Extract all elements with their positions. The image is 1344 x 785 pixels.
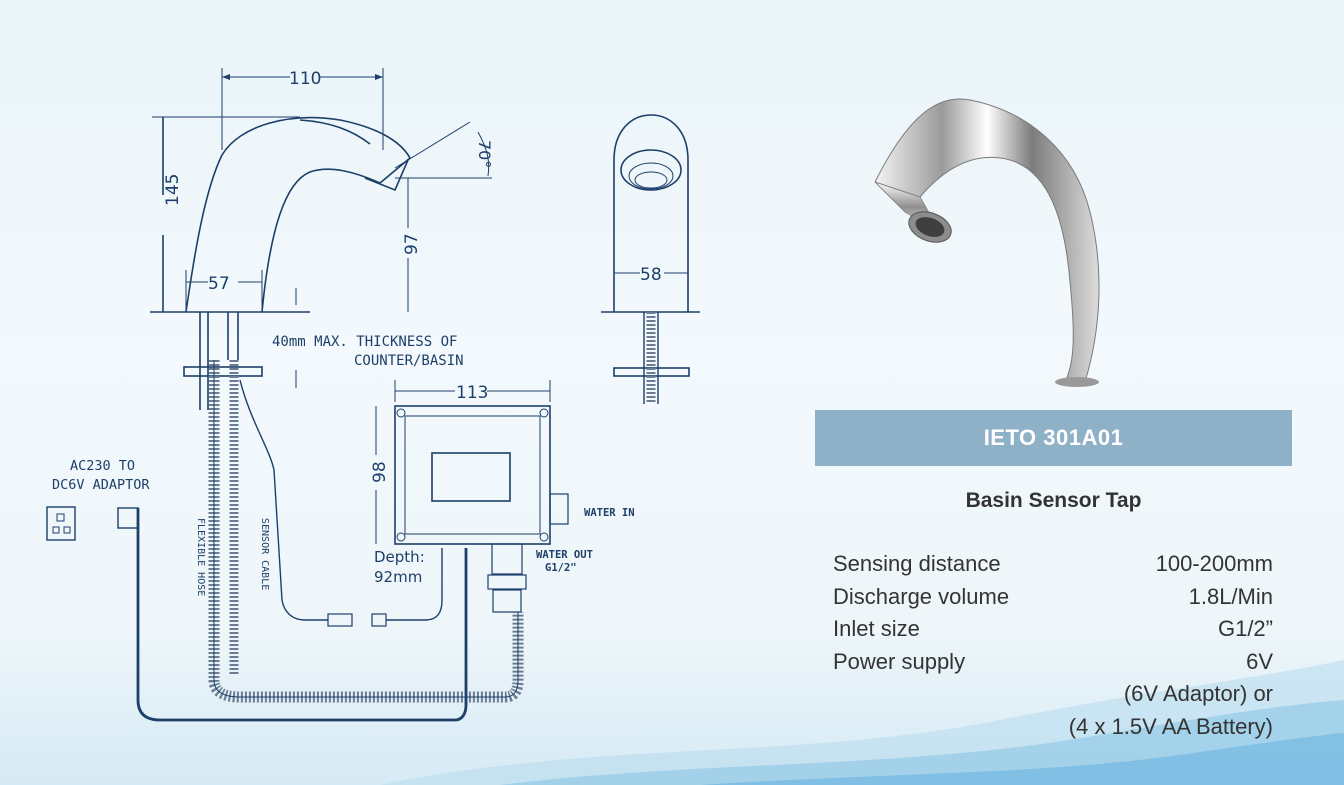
- spec-label: Power supply: [833, 648, 966, 674]
- faucet-side-outline: [185, 116, 412, 313]
- spec-row: Discharge volume 1.8L/Min: [833, 581, 1273, 614]
- model-banner: IETO 301A01: [815, 410, 1292, 466]
- dim-110: 110: [289, 69, 321, 89]
- dim-98: 98: [370, 461, 390, 483]
- dim-113: 113: [456, 383, 488, 403]
- dim-angle: 70°: [475, 140, 494, 168]
- faucet-front-view: [601, 114, 700, 404]
- box-depth-2: 92mm: [374, 568, 422, 586]
- spec-row: Power supply 6V: [833, 646, 1273, 679]
- dim-57: 57: [208, 274, 230, 294]
- spec-value: 6V: [1246, 648, 1273, 674]
- flexible-hose-label: FLEXIBLE HOSE: [195, 518, 206, 596]
- counter-note-1: 40mm MAX. THICKNESS OF: [272, 334, 457, 350]
- product-name: Basin Sensor Tap: [965, 489, 1142, 512]
- spec-label: Inlet size: [833, 616, 920, 641]
- spec-value: 100-200mm: [1155, 551, 1273, 576]
- adaptor-label-1: AC230 TO: [70, 458, 135, 474]
- dim-58: 58: [640, 265, 662, 285]
- power-note: (4 x 1.5V AA Battery): [1068, 713, 1273, 739]
- dim-145: 145: [163, 174, 183, 206]
- water-in-label: WATER IN: [584, 507, 635, 519]
- spec-list: Sensing distance 100-200mm Discharge vol…: [833, 548, 1273, 743]
- dim-97: 97: [402, 233, 422, 255]
- technical-drawing: 110 70° 145 97 57 40mm MAX. THICKNESS OF…: [46, 68, 700, 722]
- tap-photo: [874, 98, 1100, 387]
- water-out-label-1: WATER OUT: [536, 549, 593, 561]
- counter-note-2: COUNTER/BASIN: [354, 353, 464, 369]
- adaptor-label-2: DC6V ADAPTOR: [52, 477, 150, 493]
- spec-row: Inlet size G1/2”: [833, 613, 1273, 646]
- spec-value: 1.8L/Min: [1188, 583, 1273, 609]
- power-note: (6V Adaptor) or: [1123, 681, 1273, 706]
- water-out-label-2: G1/2": [545, 562, 577, 574]
- spec-label: Discharge volume: [833, 583, 1010, 609]
- control-box: [394, 405, 569, 613]
- box-depth-1: Depth:: [374, 548, 425, 566]
- spec-label: Sensing distance: [833, 551, 1001, 576]
- spec-row: Sensing distance 100-200mm: [833, 548, 1273, 581]
- sensor-cable-label: SENSOR CABLE: [259, 518, 270, 590]
- spec-value: G1/2”: [1217, 616, 1273, 641]
